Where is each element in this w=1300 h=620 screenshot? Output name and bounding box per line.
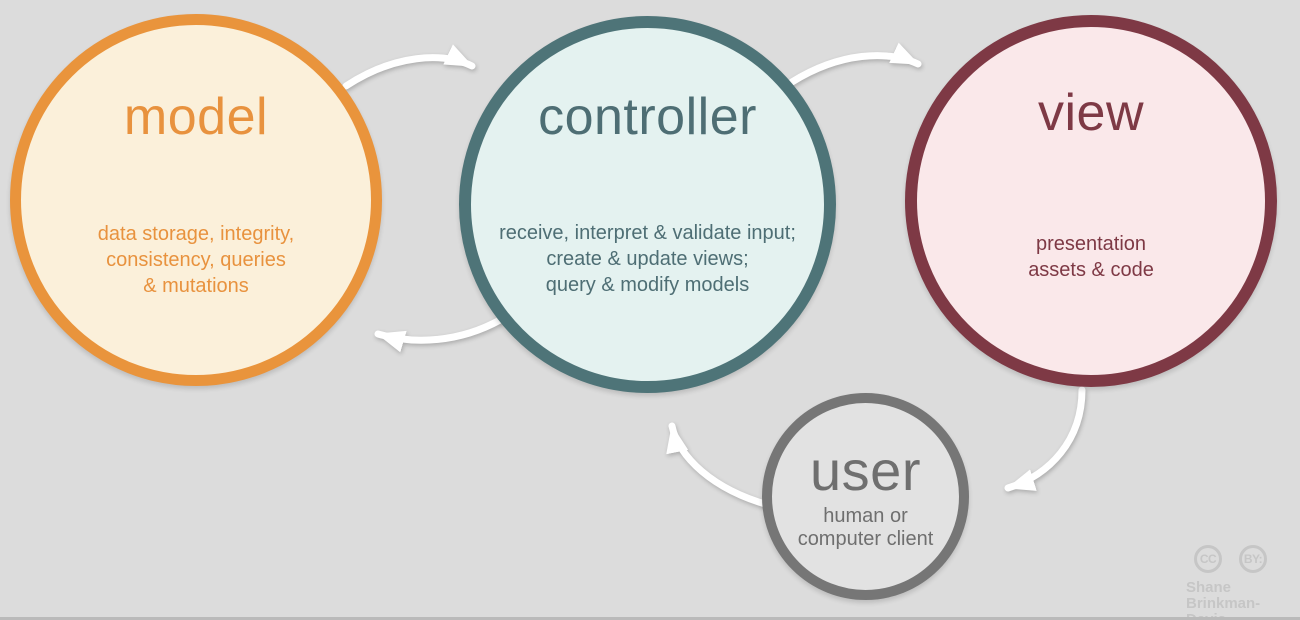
node-controller: controller receive, interpret & validate… [459,16,836,393]
bottom-edge-divider [0,617,1300,620]
arrow-model-to-controller [342,44,476,90]
attribution: CC BY: Shane Brinkman-Davis [1186,545,1298,620]
arrow-controller-to-model [374,316,504,353]
license-badges: CC BY: [1194,545,1298,573]
node-model-description: data storage, integrity, consistency, qu… [21,221,371,299]
node-model-desc-line: consistency, queries [106,249,286,271]
node-controller-description: receive, interpret & validate input; cre… [471,220,824,298]
node-user-description: human or computer client [772,505,959,551]
node-user-title: user [810,439,921,502]
node-model: model data storage, integrity, consisten… [10,14,382,386]
node-view: view presentation assets & code [905,15,1277,387]
author-first-name: Shane [1186,579,1232,596]
node-controller-desc-line: receive, interpret & validate input; [499,222,796,244]
node-view-description: presentation assets & code [917,231,1265,283]
node-user: user human or computer client [762,393,969,600]
node-model-desc-line: data storage, integrity, [97,223,295,245]
node-model-title: model [123,88,269,146]
author-credit: Shane Brinkman-Davis [1186,580,1298,620]
node-user-desc-line: human or [823,505,908,527]
node-controller-title: controller [538,88,757,146]
cc-by-license-icon: BY: [1239,545,1267,573]
node-view-desc-line: assets & code [1028,259,1154,281]
arrow-controller-to-view [788,42,922,86]
node-user-desc-line: computer client [797,528,934,550]
author-last-name: Brinkman-Davis [1186,595,1261,620]
node-controller-desc-line: create & update views; [546,248,749,270]
node-model-desc-line: & mutations [143,275,249,297]
node-controller-desc-line: query & modify models [545,274,750,296]
node-view-title: view [1037,84,1145,142]
node-view-desc-line: presentation [1035,233,1147,255]
arrow-user-to-controller [666,422,776,510]
cc-license-icon: CC [1194,545,1222,573]
arrow-view-to-user [1004,386,1086,492]
